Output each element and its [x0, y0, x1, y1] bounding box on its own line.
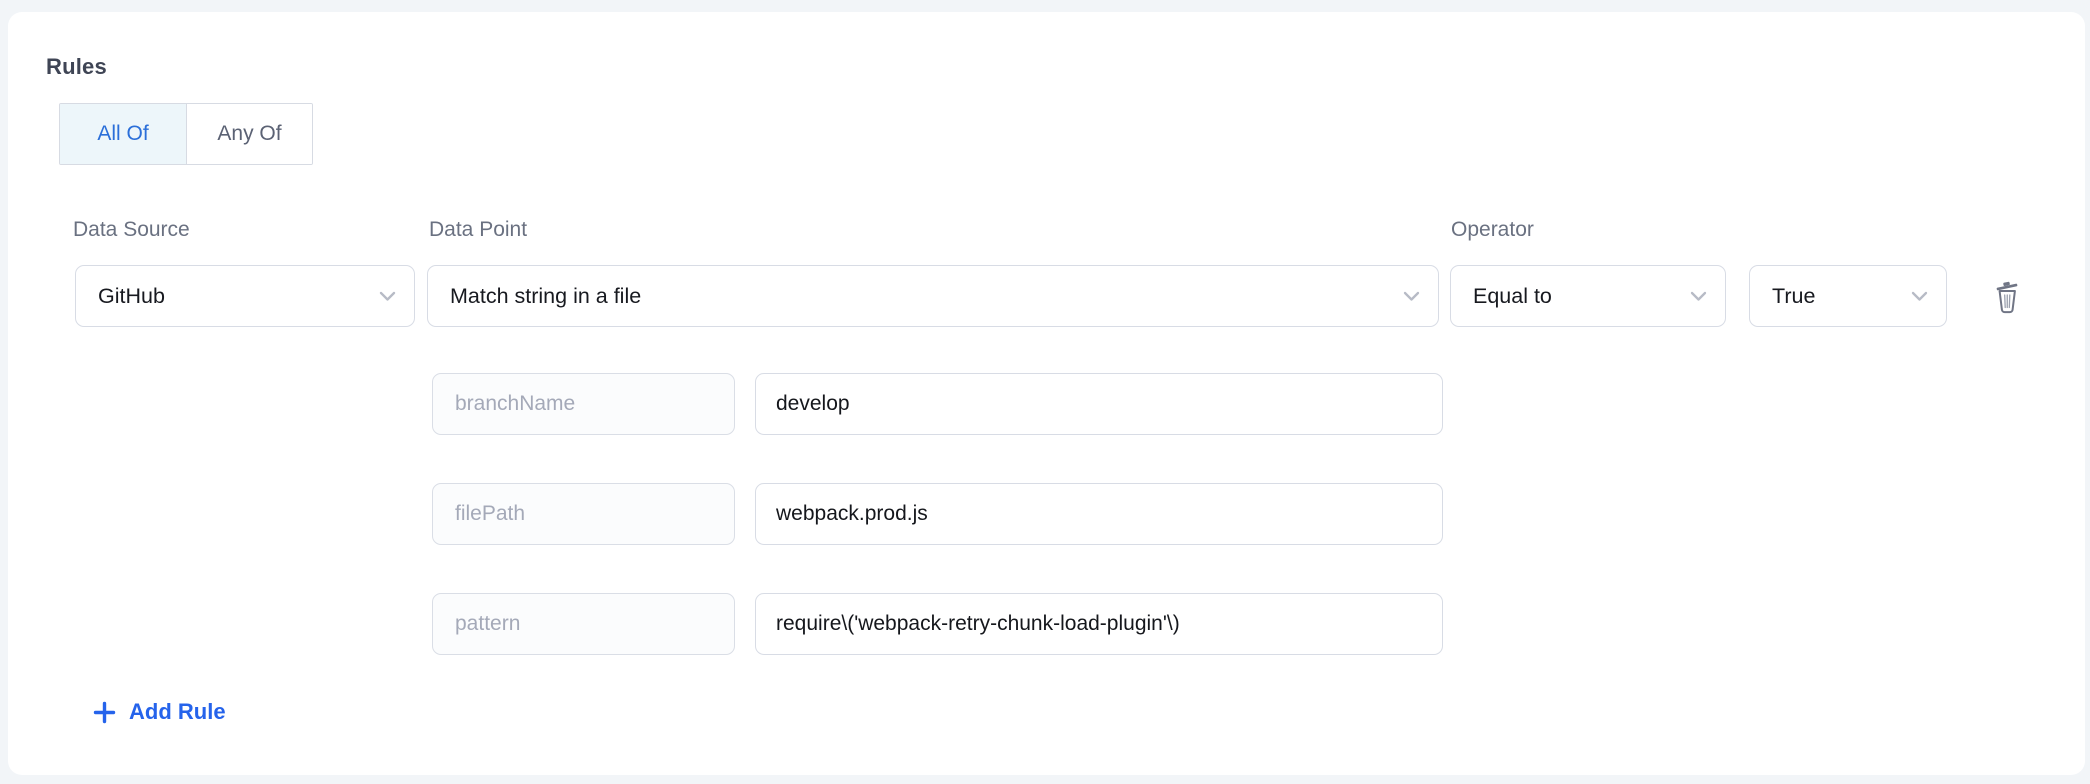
chevron-down-icon	[1690, 291, 1707, 302]
data-point-value: Match string in a file	[450, 283, 642, 308]
match-mode-toggle: All Of Any Of	[59, 103, 313, 165]
toggle-any-of[interactable]: Any Of	[186, 104, 312, 164]
operator-value: Equal to	[1473, 283, 1552, 308]
param-key-input[interactable]	[432, 483, 735, 545]
data-source-label: Data Source	[73, 218, 190, 241]
rules-card: Rules All Of Any Of Data Source Data Poi…	[8, 12, 2085, 775]
delete-rule-button[interactable]	[1980, 272, 2034, 324]
expected-value-select[interactable]: True	[1749, 265, 1947, 327]
expected-value: True	[1772, 283, 1816, 308]
param-key-input[interactable]	[432, 373, 735, 435]
param-value-input[interactable]	[755, 483, 1443, 545]
trash-icon	[1994, 278, 2021, 318]
chevron-down-icon	[1403, 291, 1420, 302]
toggle-all-of[interactable]: All Of	[60, 104, 186, 164]
param-value-input[interactable]	[755, 593, 1443, 655]
plus-icon	[93, 701, 116, 724]
add-rule-button[interactable]: Add Rule	[93, 694, 226, 730]
data-source-select[interactable]: GitHub	[75, 265, 415, 327]
add-rule-label: Add Rule	[129, 699, 226, 724]
data-point-select[interactable]: Match string in a file	[427, 265, 1439, 327]
chevron-down-icon	[379, 291, 396, 302]
data-point-label: Data Point	[429, 218, 528, 241]
param-value-input[interactable]	[755, 373, 1443, 435]
param-key-input[interactable]	[432, 593, 735, 655]
operator-select[interactable]: Equal to	[1450, 265, 1726, 327]
data-source-value: GitHub	[98, 283, 165, 308]
operator-label: Operator	[1451, 218, 1534, 241]
section-title: Rules	[46, 54, 107, 79]
chevron-down-icon	[1911, 291, 1928, 302]
